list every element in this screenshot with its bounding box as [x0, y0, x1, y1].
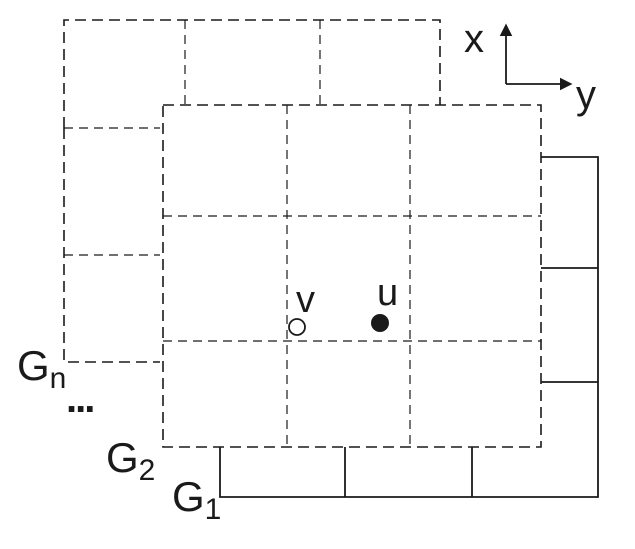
- grid-gn: [63, 19, 441, 363]
- grid-g1-bottom-strip: [219, 156, 599, 498]
- point-v: v: [288, 279, 315, 336]
- label-g1-base: G: [172, 473, 205, 520]
- label-g1-text: G1: [172, 473, 221, 526]
- label-g1: G1: [172, 473, 221, 526]
- label-g2-base: G: [106, 434, 139, 481]
- point-u: u: [371, 272, 398, 332]
- point-u-marker: [371, 314, 389, 332]
- ellipsis-label: ...: [66, 377, 93, 421]
- point-u-label: u: [377, 272, 398, 314]
- label-g2: G2: [106, 434, 155, 487]
- label-g2-sub: 2: [139, 454, 156, 487]
- label-gn-sub: n: [50, 362, 67, 395]
- label-gn-base: G: [17, 342, 50, 389]
- grid-gn-outline-top: [63, 19, 441, 128]
- label-g2-text: G2: [106, 434, 155, 487]
- grid-g1: [219, 156, 599, 498]
- grid-g2-outline: [162, 104, 542, 448]
- grid-g2: [162, 104, 542, 448]
- label-gn: Gn: [17, 342, 66, 395]
- label-gn-text: Gn: [17, 342, 66, 395]
- grid-gn-outline-left: [63, 128, 160, 363]
- point-v-label: v: [296, 279, 315, 321]
- label-g1-sub: 1: [205, 493, 222, 526]
- axis-x-label: x: [464, 17, 484, 61]
- axis-y-label: y: [576, 73, 596, 117]
- axis-indicator: x y: [464, 17, 596, 117]
- point-v-marker: [288, 318, 306, 336]
